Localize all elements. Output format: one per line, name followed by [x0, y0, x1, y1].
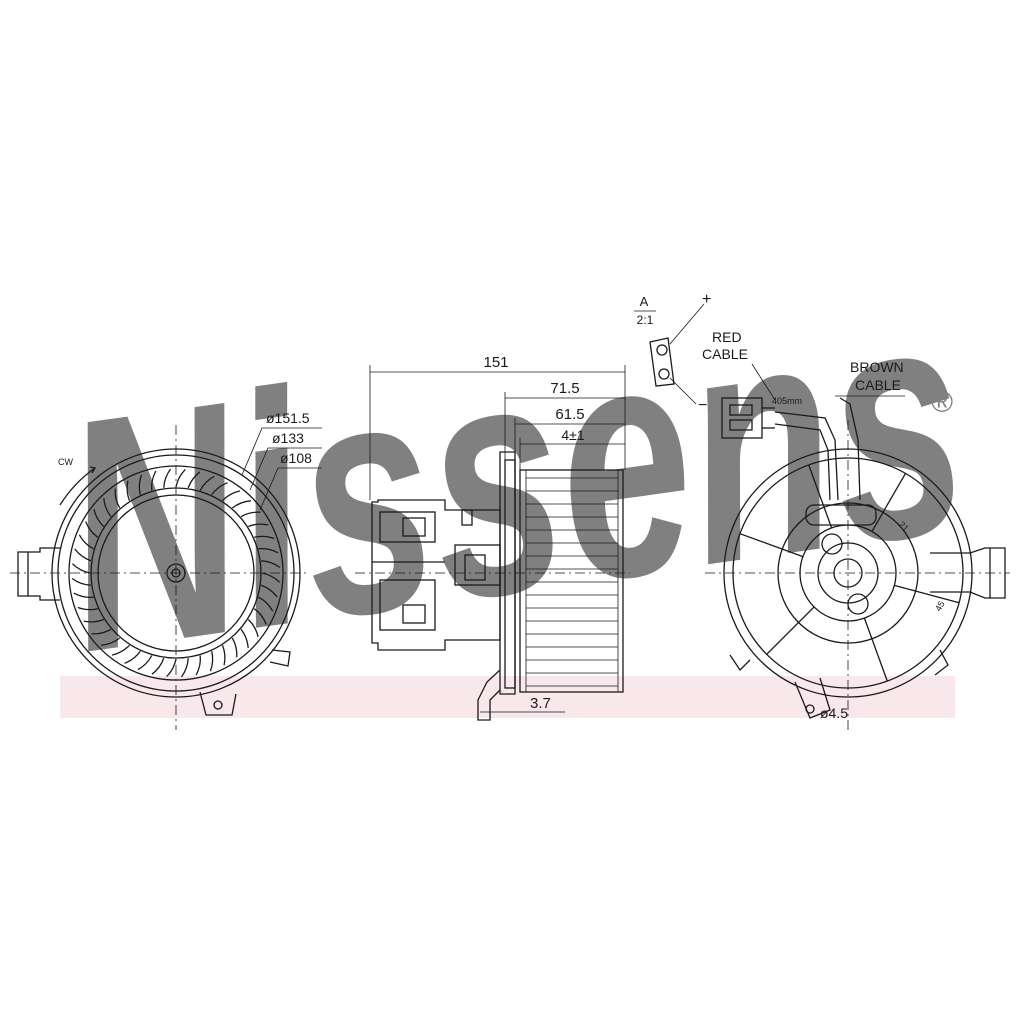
- fan-blade: [138, 474, 143, 495]
- fan-blade: [83, 618, 104, 623]
- cable-length: 405mm: [772, 396, 802, 406]
- fan-blade: [199, 475, 215, 491]
- fan-blade: [111, 644, 130, 656]
- dim-3-7: 3.7: [530, 695, 551, 712]
- fan-blade: [261, 572, 281, 583]
- fan-blade: [73, 592, 94, 599]
- fan-blade: [137, 655, 153, 671]
- rotation-label: CW: [58, 457, 73, 467]
- fan-blade: [180, 658, 189, 678]
- rear-view: ø4.5 21 45: [705, 420, 1010, 730]
- fan-blade: [231, 637, 238, 658]
- housing-spoke: [766, 606, 815, 655]
- fan-blade: [93, 508, 105, 527]
- dim-4-pm-1: 4±1: [561, 427, 584, 443]
- dim-d133: ø133: [272, 430, 304, 446]
- fan-blade: [163, 468, 172, 488]
- fan-blade: [77, 606, 98, 611]
- dim-d151-5: ø151.5: [266, 410, 310, 426]
- fan-blade: [231, 500, 251, 509]
- housing-spokes: [739, 464, 960, 682]
- fan-blade: [71, 563, 91, 574]
- fan-blade: [71, 577, 91, 586]
- housing-spoke: [871, 473, 907, 532]
- fan-blade: [124, 650, 141, 664]
- fan-blade: [260, 584, 278, 598]
- fan-blade: [187, 471, 201, 489]
- dim-d108: ø108: [280, 450, 312, 466]
- fan-blade: [221, 645, 226, 666]
- fan-wheel-blades: [525, 470, 619, 692]
- angle-45: 45: [933, 599, 947, 613]
- fan-blades: [71, 468, 281, 678]
- fan-blade: [247, 619, 259, 638]
- fan-blade: [211, 482, 228, 496]
- fan-blade: [258, 547, 279, 554]
- fan-blade: [240, 628, 249, 648]
- detail-title: A: [640, 294, 649, 309]
- fan-blade: [261, 560, 281, 569]
- fan-blade: [126, 480, 131, 501]
- hole-diameter: ø4.5: [820, 705, 848, 721]
- fan-blade: [253, 608, 267, 625]
- brown-cable-label-2: CABLE: [855, 377, 901, 393]
- front-view: CW ø151.5 ø133 ø108: [10, 410, 322, 730]
- fan-blade: [240, 511, 261, 518]
- fan-blade: [85, 521, 99, 538]
- housing-spoke: [808, 464, 833, 529]
- fan-blade: [175, 468, 186, 488]
- fan-blade: [114, 488, 121, 509]
- fan-blade: [166, 658, 177, 678]
- fan-blade: [103, 498, 112, 518]
- housing-spoke: [863, 617, 888, 682]
- fan-blade: [151, 657, 165, 675]
- fan-blade: [254, 535, 275, 540]
- fan-blade: [258, 596, 274, 612]
- housing-spoke: [739, 533, 804, 558]
- fan-blade: [74, 548, 92, 562]
- fan-blade: [101, 637, 121, 646]
- dim-151: 151: [483, 354, 508, 371]
- terminal-minus: −: [698, 397, 707, 414]
- red-cable-label-2: CABLE: [702, 346, 748, 362]
- dim-71-5: 71.5: [550, 380, 579, 397]
- watermark-trademark: ®: [931, 386, 953, 419]
- dim-61-5: 61.5: [555, 406, 584, 423]
- fan-blade: [209, 651, 214, 672]
- housing-spoke: [894, 584, 960, 604]
- fan-blade: [150, 470, 157, 491]
- watermark-logo: Nissens: [43, 231, 986, 722]
- fan-blade: [222, 490, 241, 502]
- watermark: Nissens ®: [43, 231, 986, 722]
- side-view: 151 71.5 61.5 4±1 3.7: [355, 354, 630, 721]
- detail-scale: 2:1: [637, 313, 654, 327]
- fan-blade: [91, 628, 112, 635]
- red-cable-label-1: RED: [712, 329, 742, 345]
- fan-blade: [248, 523, 269, 528]
- fan-blade: [195, 655, 202, 676]
- connector-detail: A 2:1 + − RED CABLE BROWN CABLE 405mm: [634, 291, 905, 501]
- brown-cable-label-1: BROWN: [850, 359, 904, 375]
- fan-blade: [78, 534, 94, 550]
- terminal-plus: +: [702, 291, 711, 308]
